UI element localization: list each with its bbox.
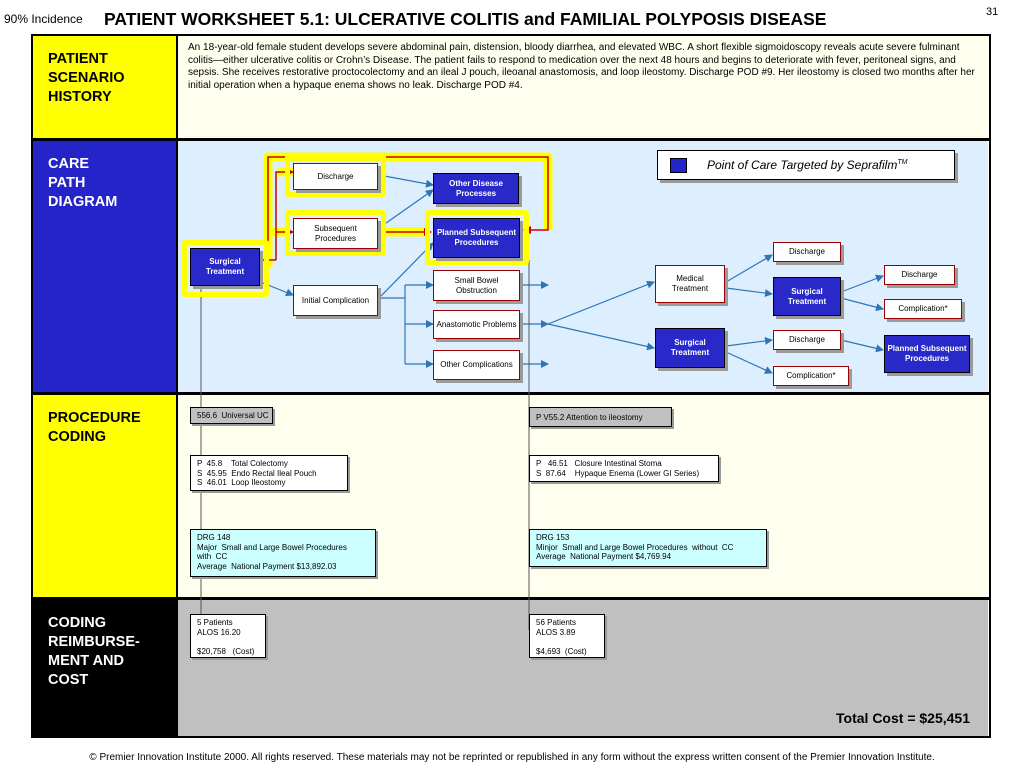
node-surgical-treatment-after-medical: Surgical Treatment [773,277,841,316]
node-discharge-4: Discharge [773,330,841,350]
node-medical-treatment: Medical Treatment [655,265,725,303]
worksheet-frame [31,34,991,738]
copyright-footer: © Premier Innovation Institute 2000. All… [89,752,935,763]
node-surgical-treatment-3: Surgical Treatment [655,328,725,368]
diagnosis-code-left: 556.6 Universal UC [190,407,273,424]
legend-swatch [670,157,687,173]
node-initial-complication: Initial Complication [293,285,378,316]
node-other-disease-processes: Other Disease Processes [433,173,519,204]
drg-right: DRG 153 Minjor Small and Large Bowel Pro… [529,529,767,567]
legend: Point of Care Targeted by SeprafilmTM [657,150,955,180]
section-divider [33,138,989,141]
node-planned-subsequent-procedures: Planned Subsequent Procedures [433,218,520,258]
incidence-label: 90% Incidence [4,12,83,26]
diagnosis-code-right: P V55.2 Attention to ileostomy [529,407,672,427]
total-cost: Total Cost = $25,451 [836,710,970,726]
node-complication-2: Complication* [773,366,849,386]
node-surgical-treatment: Surgical Treatment [190,248,260,286]
node-planned-subsequent-procedures-2: Planned Subsequent Procedures [884,335,970,373]
drg-left: DRG 148 Major Small and Large Bowel Proc… [190,529,376,577]
highlight-subsequent-procedures [285,210,386,256]
procedure-codes-right: P 46.51 Closure Intestinal Stoma S 87.64… [529,455,719,482]
node-subsequent-procedures: Subsequent Procedures [293,218,378,249]
scenario-panel [178,36,988,138]
label-column-divider [176,36,178,736]
procedure-codes-left: P 45.8 Total Colectomy S 45.95 Endo Rect… [190,455,348,491]
node-discharge-2: Discharge [773,242,841,262]
node-small-bowel-obstruction: Small Bowel Obstruction [433,270,520,301]
node-discharge: Discharge [293,163,378,190]
node-other-complications: Other Complications [433,350,520,380]
node-discharge-3: Discharge [884,265,955,285]
highlight-surgical-treatment [182,240,269,297]
cost-left: 5 Patients ALOS 16.20 $20,758 (Cost) [190,614,266,658]
node-complication-1: Complication* [884,299,962,319]
page-title: PATIENT WORKSHEET 5.1: ULCERATIVE COLITI… [104,9,827,29]
page-number: 31 [986,6,999,18]
highlight-planned-procedures [425,210,529,265]
scenario-text: An 18-year-old female student develops s… [188,42,975,91]
section-divider [33,392,989,395]
highlight-discharge [285,153,386,197]
legend-text: Point of Care Targeted by SeprafilmTM [707,158,908,172]
section-divider [33,597,989,600]
cost-right: 56 Patients ALOS 3.89 $4,693 (Cost) [529,614,605,658]
node-anastomotic-problems: Anastomotic Problems [433,310,520,339]
